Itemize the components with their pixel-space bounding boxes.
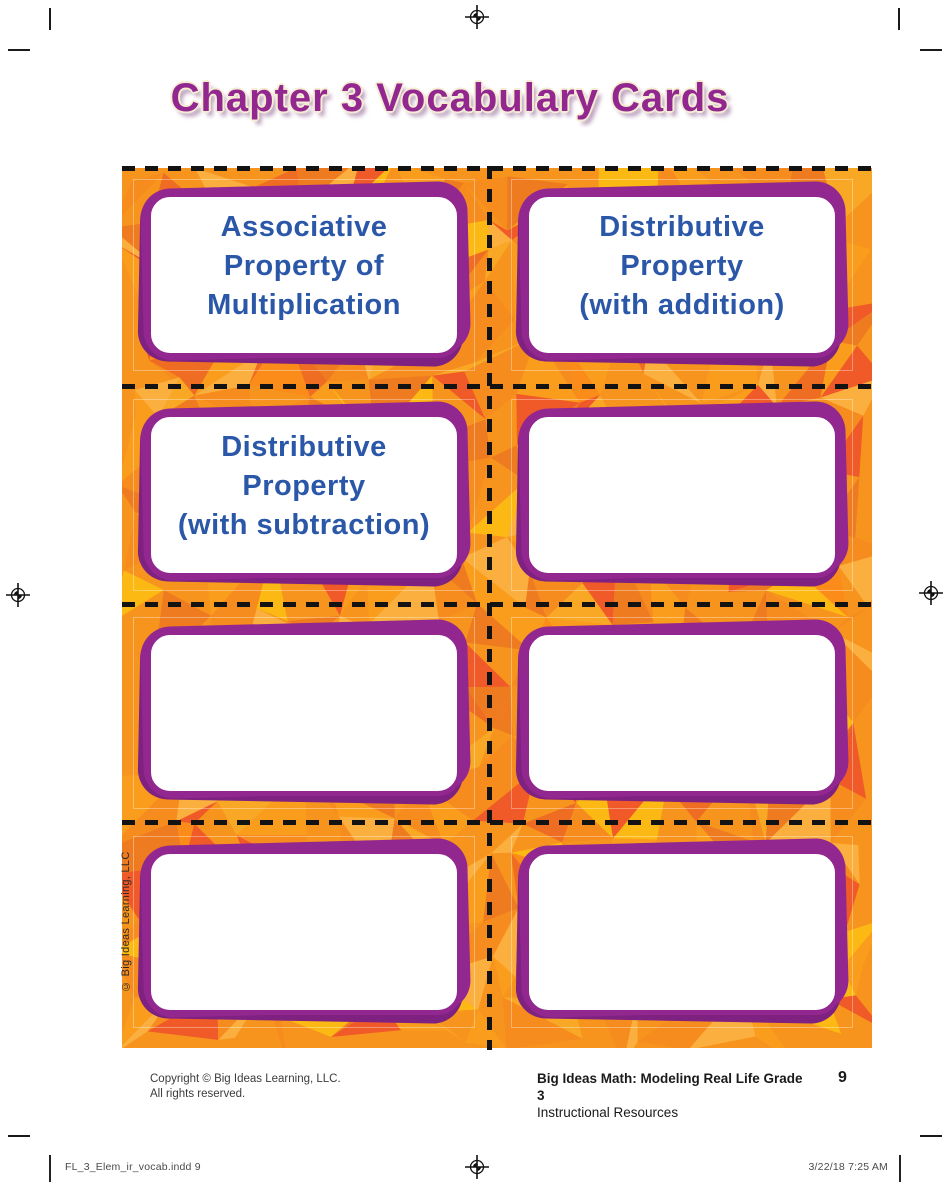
crop-mark (8, 1135, 30, 1137)
printer-strip-tick (49, 1155, 51, 1182)
footer-book-info: Big Ideas Math: Modeling Real Life Grade… (537, 1070, 807, 1121)
page-title: Chapter 3 Vocabulary Cards (170, 76, 730, 120)
crop-mark (8, 49, 30, 51)
cut-line-horizontal (122, 166, 872, 171)
printer-strip-timestamp: 3/22/18 7:25 AM (808, 1161, 888, 1173)
printer-strip-tick (899, 1155, 901, 1182)
crop-mark (898, 8, 900, 30)
registration-mark-icon (6, 583, 30, 607)
side-copyright-note: © Big Ideas Learning, LLC (120, 851, 132, 992)
vocab-card-label (524, 849, 840, 1015)
crop-mark (49, 8, 51, 30)
footer-subtitle: Instructional Resources (537, 1105, 679, 1120)
vocab-card-label: Associative Property of Multiplication (207, 211, 401, 321)
registration-mark-icon (919, 581, 943, 605)
registration-mark-icon (465, 5, 489, 29)
vocab-card-label (524, 630, 840, 796)
crop-mark (920, 49, 942, 51)
vocab-card: Distributive Property (with subtraction) (133, 399, 475, 591)
vocab-card-label (146, 849, 462, 1015)
cut-line-horizontal (122, 384, 872, 389)
vocab-card-label: Distributive Property (with subtraction) (177, 431, 431, 541)
vocab-card (133, 836, 475, 1028)
registration-mark-icon (465, 1155, 489, 1179)
footer-book-title: Big Ideas Math: Modeling Real Life Grade… (537, 1071, 803, 1103)
cut-line-vertical (487, 166, 492, 1050)
printer-strip-filename: FL_3_Elem_ir_vocab.indd 9 (65, 1161, 201, 1173)
vocab-card-label (146, 630, 462, 796)
page-number: 9 (838, 1069, 847, 1086)
vocab-card (511, 617, 853, 809)
vocab-card (133, 617, 475, 809)
vocab-card: Associative Property of Multiplication (133, 179, 475, 371)
crop-mark (920, 1135, 942, 1137)
cut-line-horizontal (122, 602, 872, 607)
cut-line-horizontal (122, 820, 872, 825)
footer-copyright: Copyright © Big Ideas Learning, LLC. All… (150, 1072, 341, 1102)
footer-copyright-line1: Copyright © Big Ideas Learning, LLC. (150, 1073, 341, 1085)
vocab-card (511, 399, 853, 591)
footer-copyright-line2: All rights reserved. (150, 1088, 246, 1100)
vocab-card-label: Distributive Property (with addition) (579, 211, 785, 321)
vocab-card: Distributive Property (with addition) (511, 179, 853, 371)
vocab-card (511, 836, 853, 1028)
vocab-card-label (524, 412, 840, 578)
